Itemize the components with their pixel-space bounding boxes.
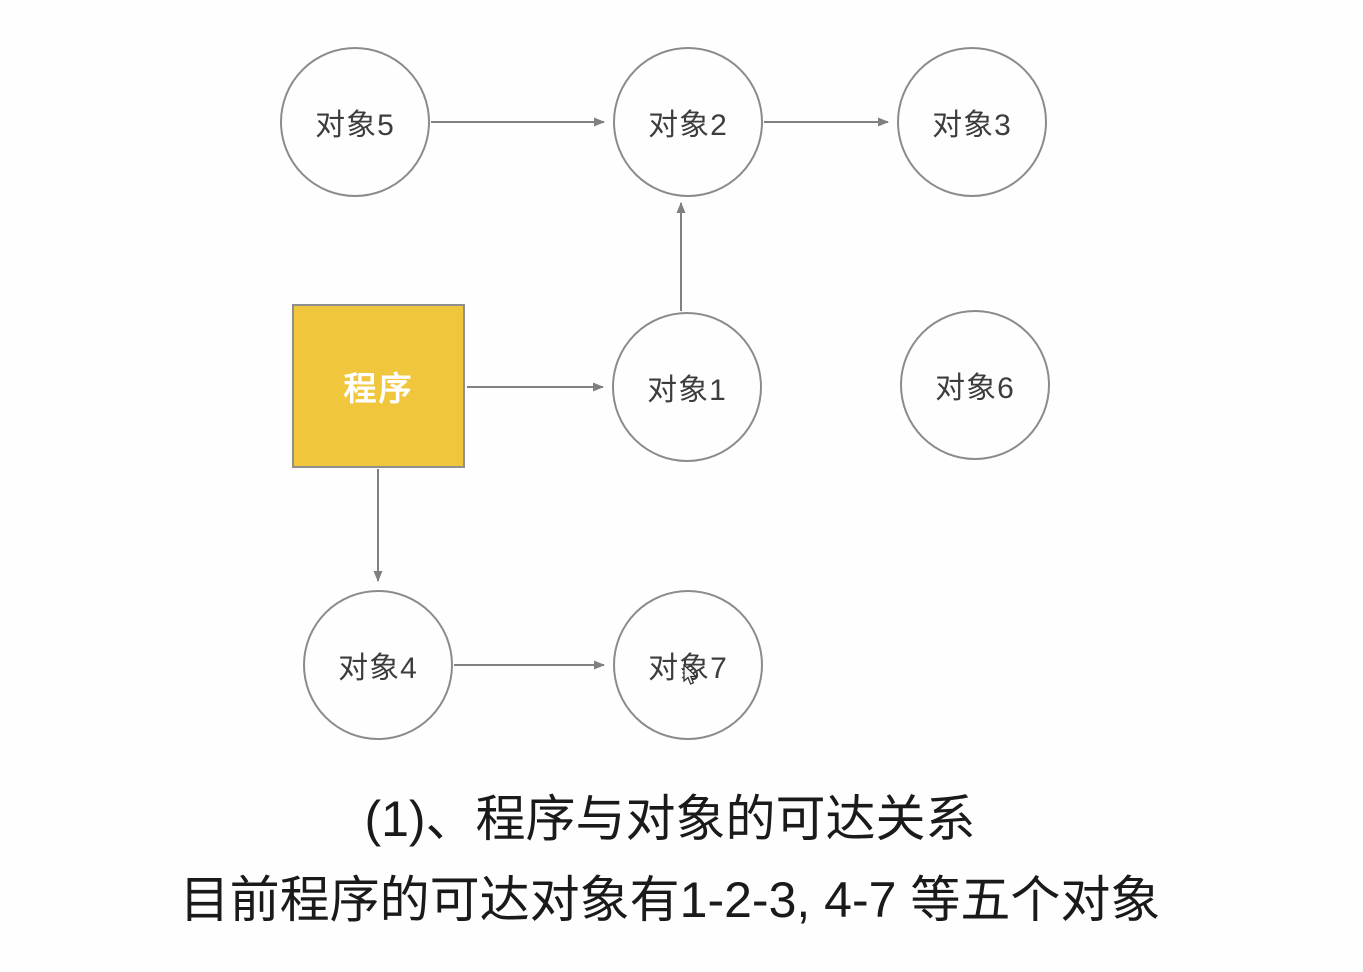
node-obj5: 对象5 bbox=[280, 47, 430, 197]
node-obj1-label: 对象1 bbox=[647, 374, 727, 407]
node-obj3: 对象3 bbox=[897, 47, 1047, 197]
caption: (1)、程序与对象的可达关系 目前程序的可达对象有1-2-3, 4-7 等五个对… bbox=[0, 779, 1340, 941]
node-obj4-label: 对象4 bbox=[338, 652, 418, 685]
node-obj2: 对象2 bbox=[613, 47, 763, 197]
caption-line2: 目前程序的可达对象有1-2-3, 4-7 等五个对象 bbox=[179, 872, 1161, 928]
node-obj6: 对象6 bbox=[900, 310, 1050, 460]
node-obj7: 对象7 bbox=[613, 590, 763, 740]
node-obj3-label: 对象3 bbox=[932, 109, 1012, 142]
node-obj1: 对象1 bbox=[612, 312, 762, 462]
node-obj7-label: 对象7 bbox=[648, 652, 728, 685]
caption-line1: (1)、程序与对象的可达关系 bbox=[364, 791, 976, 847]
node-obj4: 对象4 bbox=[303, 590, 453, 740]
node-program-label: 程序 bbox=[343, 370, 414, 407]
node-obj5-label: 对象5 bbox=[315, 109, 395, 142]
node-program: 程序 bbox=[292, 304, 465, 468]
node-obj6-label: 对象6 bbox=[935, 372, 1015, 405]
node-obj2-label: 对象2 bbox=[648, 109, 728, 142]
